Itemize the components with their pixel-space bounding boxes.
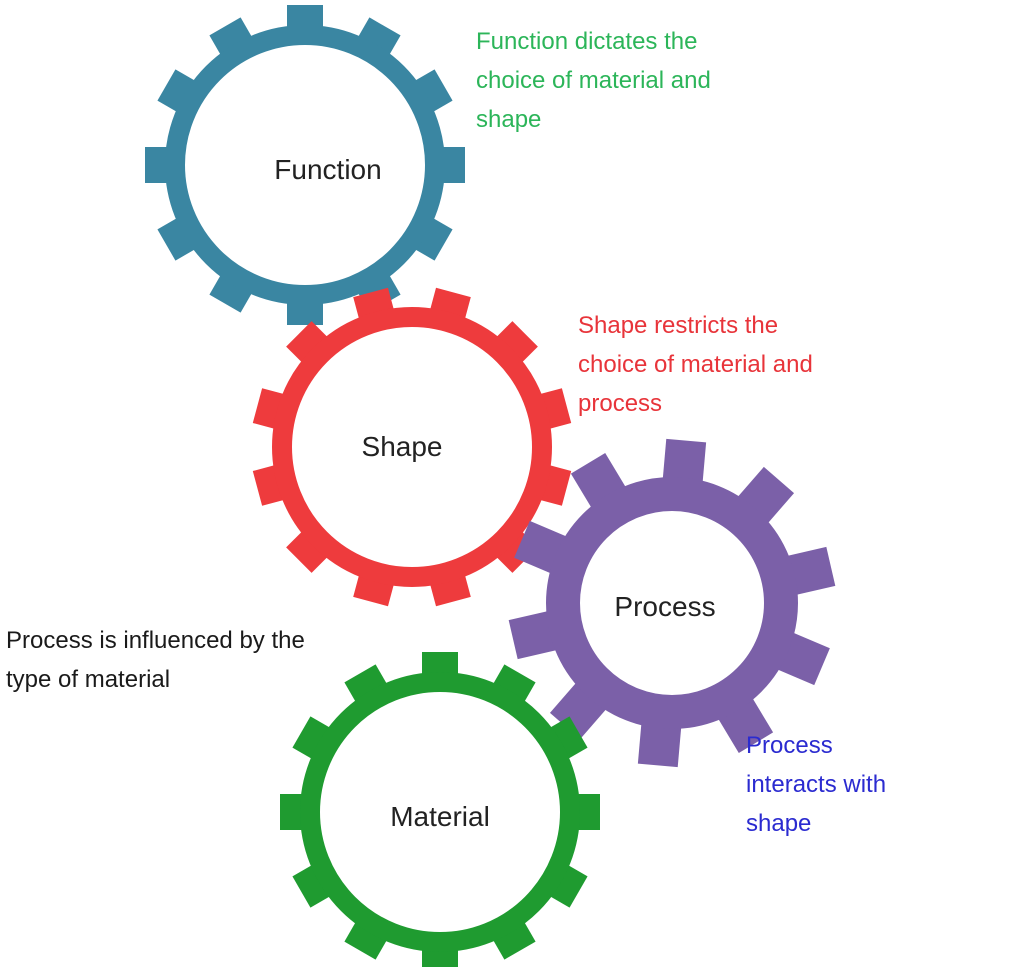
gear-ring: [300, 672, 580, 952]
note-line: process: [578, 390, 663, 417]
note-shape: Shape restricts the choice of material a…: [578, 306, 813, 423]
note-line: Function dictates the: [476, 28, 698, 55]
gear-ring: [546, 477, 798, 729]
note-line: type of material: [6, 666, 171, 693]
note-line: choice of material and: [578, 351, 813, 378]
gear-process: [508, 438, 836, 768]
note-line: Shape restricts the: [578, 312, 779, 339]
gear-shape: [252, 287, 572, 607]
note-process: Process interacts with shape: [746, 726, 886, 843]
gear-ring: [272, 307, 552, 587]
note-line: Process: [746, 732, 833, 759]
gear-material: [280, 652, 600, 967]
gear-label-process: Process: [614, 591, 716, 622]
gear-label-shape: Shape: [361, 431, 443, 462]
note-line: Process is influenced by the: [6, 627, 305, 654]
note-line: interacts with: [746, 771, 887, 798]
note-line: shape: [746, 810, 812, 837]
gear-ring: [165, 25, 445, 305]
note-function: Function dictates the choice of material…: [476, 22, 711, 139]
note-line: shape: [476, 106, 542, 133]
gear-label-material: Material: [390, 801, 490, 832]
note-material: Process is influenced by the type of mat…: [6, 621, 305, 699]
note-line: choice of material and: [476, 67, 711, 94]
gear-label-function: Function: [274, 154, 382, 185]
